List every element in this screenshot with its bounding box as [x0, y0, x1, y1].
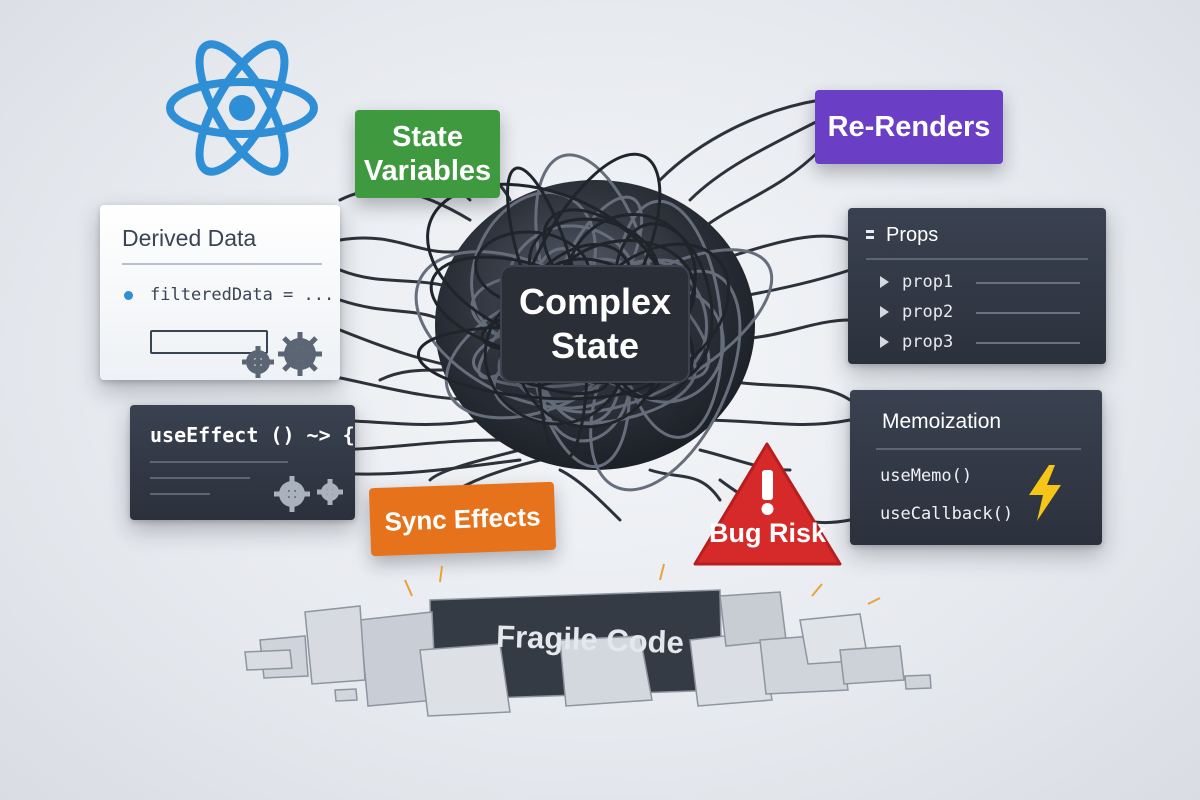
list-icon	[866, 230, 874, 233]
memo-item-use-callback: useCallback()	[880, 504, 1014, 524]
memoization-card: Memoization useMemo() useCallback()	[850, 390, 1102, 545]
gear-icon	[242, 332, 322, 378]
rubble-block	[304, 605, 366, 685]
re-renders-label: Re-Renders	[827, 110, 991, 143]
prop-arrow-icon	[880, 276, 889, 288]
props-card: Props prop1 prop2 prop3	[848, 208, 1106, 364]
react-atom-icon	[166, 40, 318, 176]
rubble-block	[334, 688, 358, 702]
rubble-block	[839, 645, 905, 685]
bug-risk-label: Bug Risk	[708, 518, 827, 548]
prop-arrow-icon	[880, 336, 889, 348]
memo-item-use-memo: useMemo()	[880, 466, 973, 486]
prop-arrow-icon	[880, 306, 889, 318]
rubble-block	[904, 674, 932, 690]
bullet-dot	[124, 291, 133, 300]
prop-line	[976, 312, 1080, 314]
derived-data-item: filteredData = ...	[150, 285, 335, 305]
gear-icon	[274, 476, 343, 512]
prop-line	[976, 342, 1080, 344]
prop-item: prop1	[902, 272, 954, 292]
memoization-title: Memoization	[882, 410, 1002, 433]
rubble-block	[419, 643, 511, 717]
complex-state-label: Complex State	[500, 265, 690, 383]
re-renders-tag: Re-Renders	[815, 90, 1003, 164]
bug-risk-tag: Bug Risk	[690, 440, 845, 568]
rubble-block	[719, 591, 787, 647]
complex-state-line-2: State	[550, 325, 640, 366]
prop-item: prop2	[902, 302, 954, 322]
props-title: Props	[886, 224, 939, 246]
state-variables-tag: State Variables	[355, 110, 500, 198]
lightning-bolt-icon	[1029, 465, 1061, 521]
prop-item: prop3	[902, 332, 954, 352]
derived-data-card: Derived Data filteredData = ...	[100, 205, 340, 380]
use-effect-code: useEffect () ~> {	[150, 423, 355, 447]
warning-triangle-icon	[693, 442, 842, 566]
rubble-block	[244, 649, 293, 671]
use-effect-card: useEffect () ~> {	[130, 405, 355, 520]
state-variables-line-1: State	[392, 121, 463, 153]
input-placeholder-box	[150, 330, 268, 354]
prop-line	[976, 282, 1080, 284]
rubble-block	[559, 635, 653, 707]
derived-data-title: Derived Data	[122, 225, 257, 251]
state-variables-line-2: Variables	[363, 155, 492, 187]
complex-state-line-1: Complex	[518, 281, 672, 322]
